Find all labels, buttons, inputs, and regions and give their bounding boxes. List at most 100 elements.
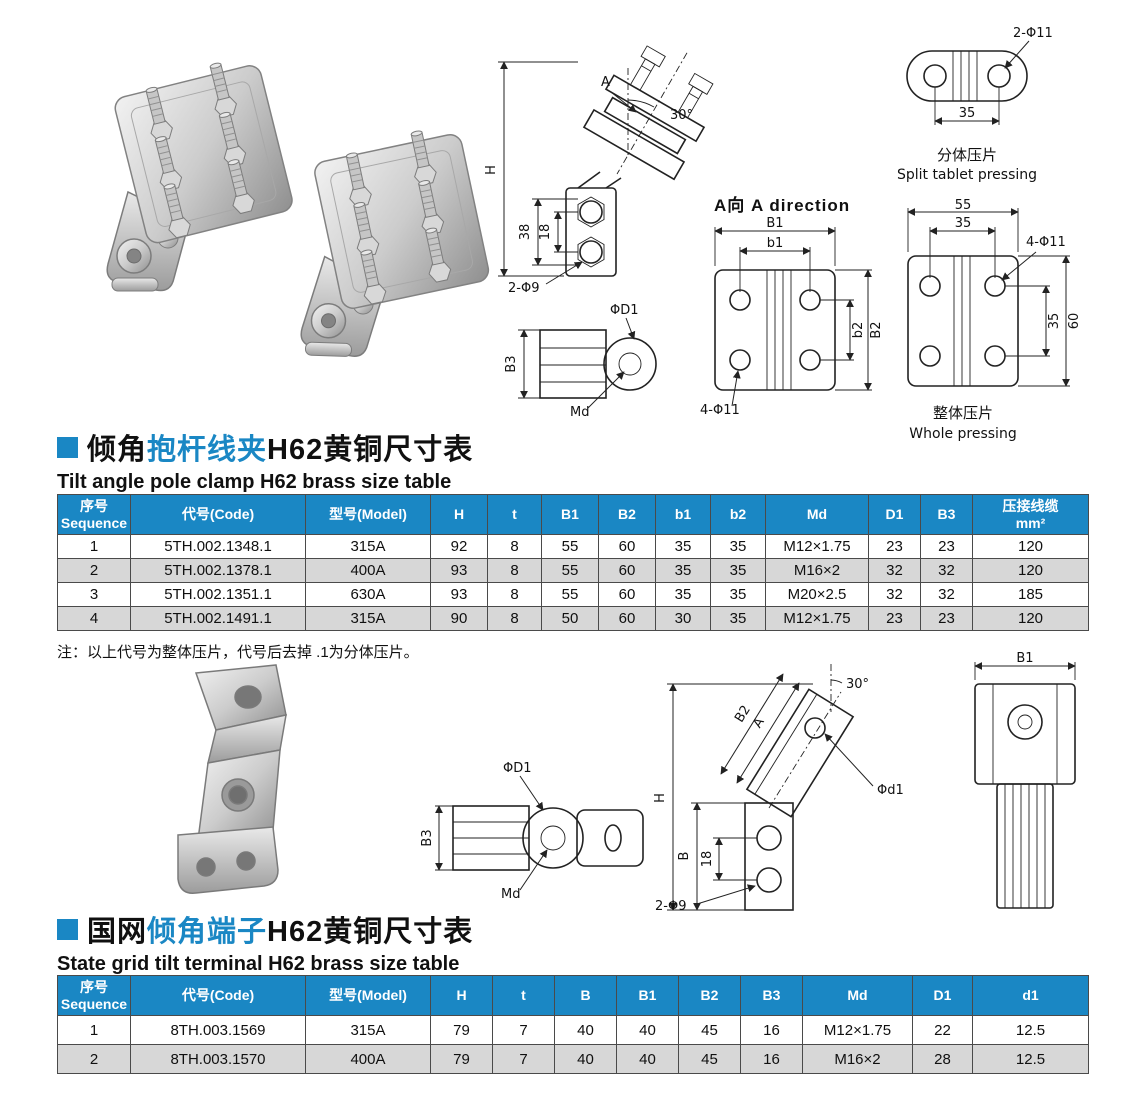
column-header: B2 [678, 975, 741, 1016]
table-cell: 12.5 [972, 1015, 1089, 1045]
callout-2phi11: 2-Φ11 [1013, 26, 1053, 41]
dim-B3: B3 [504, 329, 540, 399]
terminal-front-body [974, 683, 1076, 909]
title2-highlight: 倾角端子 [147, 916, 268, 948]
table-cell: 315A [305, 1015, 431, 1045]
clevis-fork-2 [452, 805, 644, 871]
callout-phiD1-2: ΦD1 [503, 761, 532, 776]
dim-18: 18 [538, 211, 578, 253]
callout-md-2: Md [501, 887, 520, 902]
column-header: Md [802, 975, 913, 1016]
column-header: D1 [912, 975, 973, 1016]
plate-4holes [714, 269, 836, 391]
dim-H: H [484, 61, 578, 277]
title-bullet-2 [57, 918, 78, 940]
table-cell: 5TH.002.1378.1 [130, 558, 306, 583]
section1-title-block: 倾角抱杆线夹H62黄铜尺寸表 Tilt angle pole clamp H62… [57, 426, 473, 494]
table-cell: 50 [541, 606, 599, 631]
dim-35-right: 35 [1005, 285, 1062, 357]
table-cell: 1 [57, 534, 131, 559]
table-cell: 5TH.002.1491.1 [130, 606, 306, 631]
table-cell: 7 [492, 1015, 555, 1045]
column-header: B2 [598, 494, 656, 535]
title2-prefix: 国网 [87, 916, 148, 948]
callout-phid1: Φd1 [877, 783, 904, 798]
dim-label-18-2: 18 [700, 851, 715, 868]
table-cell: 35 [655, 558, 711, 583]
table-cell: 35 [655, 534, 711, 559]
table-cell: 22 [912, 1015, 973, 1045]
dim-H-2: H [653, 683, 813, 911]
drawing-terminal-clevis: ΦD1 B3 Md [420, 761, 644, 902]
table-cell: 30 [655, 606, 711, 631]
table-cell: 93 [430, 558, 488, 583]
section2-title-zh: 国网倾角端子H62黄铜尺寸表 [87, 908, 473, 950]
column-header: B1 [616, 975, 679, 1016]
dim-label-b3-2: B3 [420, 829, 435, 846]
table-cell: 5TH.002.1348.1 [130, 534, 306, 559]
dim-35-top: 35 [929, 216, 996, 278]
callout-4phi11: 4-Φ11 [700, 403, 740, 418]
table-cell: 28 [912, 1044, 973, 1074]
table-cell: 7 [492, 1044, 555, 1074]
dim-label-B1-2: B1 [1016, 651, 1033, 666]
table-cell: 35 [710, 558, 766, 583]
table-cell: 8 [487, 606, 542, 631]
dim-label-35: 35 [959, 106, 976, 121]
table-cell: 8TH.003.1569 [130, 1015, 306, 1045]
table-cell: 60 [598, 606, 656, 631]
table-cell: 8TH.003.1570 [130, 1044, 306, 1074]
table-cell: 16 [740, 1044, 803, 1074]
table-cell: 32 [868, 558, 921, 583]
drawing-a-direction: B1 b1 b2 B2 [700, 216, 884, 418]
table-cell: M12×1.75 [802, 1015, 913, 1045]
clamp-photo-1 [107, 53, 294, 291]
column-header: B3 [920, 494, 973, 535]
dim-label-B1: B1 [766, 216, 783, 231]
view-label-a: A [601, 75, 610, 90]
column-header: D1 [868, 494, 921, 535]
table-cell: 35 [710, 606, 766, 631]
column-header: B1 [541, 494, 599, 535]
column-header: d1 [972, 975, 1089, 1016]
table-cell: 120 [972, 606, 1089, 631]
title1-suffix: H62黄铜尺寸表 [267, 434, 474, 466]
drawing-split-tablet: 2-Φ11 35 分体压片 Split tablet pressing [897, 26, 1053, 183]
dim-label-35t: 35 [955, 216, 972, 231]
table-cell: 32 [920, 558, 973, 583]
table-cell: 92 [430, 534, 488, 559]
table-cell: 3 [57, 582, 131, 607]
table-cell: 630A [305, 582, 431, 607]
section1-title-en: Tilt angle pole clamp H62 brass size tab… [57, 471, 452, 493]
table-cell: 315A [305, 534, 431, 559]
table-cell: 32 [868, 582, 921, 607]
column-header: 代号(Code) [130, 494, 306, 535]
callout-2phi9: 2-Φ9 [508, 281, 539, 296]
dim-38: 38 [518, 198, 578, 266]
title2-suffix: H62黄铜尺寸表 [267, 916, 474, 948]
table1-note: 注：以上代号为整体压片，代号后去掉 .1为分体压片。 [57, 644, 419, 661]
table-cell: M12×1.75 [765, 534, 869, 559]
dim-label-b3: B3 [504, 355, 519, 372]
column-header: b1 [655, 494, 711, 535]
column-header: t [492, 975, 555, 1016]
product-photo-clamps [50, 42, 520, 407]
dim-label-h: H [484, 165, 499, 175]
table-cell: 93 [430, 582, 488, 607]
dim-label-b-2: B [677, 852, 692, 861]
column-header: 型号(Model) [305, 494, 431, 535]
table-cell: 120 [972, 558, 1089, 583]
column-header: 代号(Code) [130, 975, 306, 1016]
table-cell: 23 [920, 534, 973, 559]
drawing-terminal-front: B1 [974, 651, 1076, 909]
column-header: t [487, 494, 542, 535]
callout-4phi11-whole: 4-Φ11 [1026, 235, 1066, 250]
